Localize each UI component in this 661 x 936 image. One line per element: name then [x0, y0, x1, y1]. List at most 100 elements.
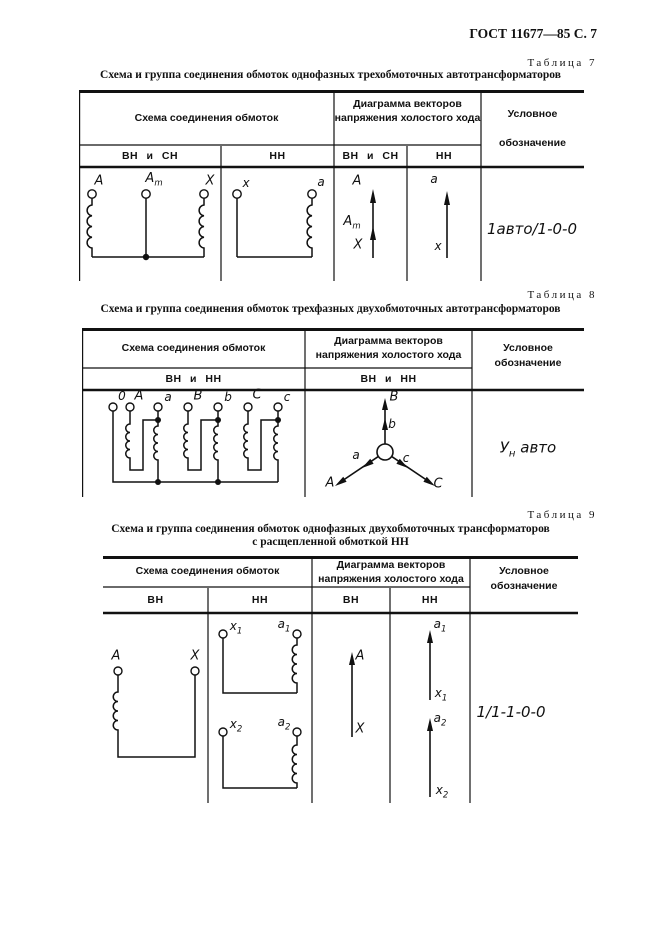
- table8-caption: Таблица 8: [527, 289, 597, 301]
- terminal-label-B: B: [193, 388, 203, 404]
- terminal-label-a: a: [317, 175, 325, 189]
- label-sub: m: [154, 178, 163, 189]
- table7-subheader-scheme-lv: НН: [269, 150, 286, 162]
- table9-header-designation: Условное обозначение: [490, 565, 558, 592]
- vector-label-x1: x1: [435, 687, 448, 703]
- terminal-label-x2: x2: [230, 718, 243, 734]
- table7-vector-lv: [444, 191, 450, 258]
- table9-winding-lv2: [218, 727, 302, 789]
- label-base: A: [343, 213, 353, 229]
- terminal-label-a: a: [164, 390, 172, 404]
- table8-subheader-vectors: ВН и НН: [360, 373, 417, 385]
- table8-header-vectors: Диаграмма векторов напряжения холостого …: [315, 335, 462, 361]
- terminal-label-A: A: [111, 648, 121, 664]
- terminal-label-0: 0: [118, 389, 126, 403]
- table7-subheader-vectors-lv: НН: [435, 150, 453, 162]
- label-sub: m: [352, 221, 361, 232]
- label-sub: 1: [440, 624, 447, 635]
- table7-header-scheme: Схема соединения обмоток: [134, 112, 279, 124]
- table8-header-scheme: Схема соединения обмоток: [121, 342, 266, 354]
- designation-sub: н: [508, 448, 516, 460]
- table7-vector-hv: [370, 189, 376, 258]
- table9-grid: [103, 556, 578, 803]
- terminal-label-Am: Am: [145, 172, 162, 188]
- table9-vector-hv: [349, 652, 355, 737]
- vector-label-a1: a1: [434, 618, 447, 634]
- label-base: x: [229, 619, 237, 634]
- label-base: A: [145, 170, 155, 186]
- vector-label-X: X: [353, 237, 363, 253]
- label-sub: 2: [284, 722, 291, 733]
- terminal-label-C: C: [252, 387, 262, 403]
- table9-subheader-scheme-lv: НН: [251, 594, 269, 606]
- table9-subheader-vectors-lv: НН: [421, 594, 439, 606]
- vector-label-c: c: [402, 451, 410, 465]
- terminal-label-c: c: [283, 390, 291, 404]
- vector-label-a2: a2: [434, 712, 447, 728]
- vector-label-a: a: [352, 448, 360, 462]
- label-sub: 1: [284, 624, 291, 635]
- vector-label-B: B: [389, 389, 399, 405]
- table9-title-line1: Схема и группа соединения обмоток однофа…: [111, 523, 550, 535]
- label-base: a: [433, 617, 441, 632]
- designation-base: У: [499, 438, 509, 457]
- vector-label-a: a: [430, 172, 438, 186]
- table9-caption: Таблица 9: [527, 509, 597, 521]
- table7-subheader-vectors-hv: ВН и СН: [342, 150, 399, 162]
- table7-winding-hv: [86, 189, 209, 261]
- table7-caption: Таблица 7: [527, 57, 597, 69]
- label-base: a: [433, 711, 441, 726]
- table8-header-designation: Условное обозначение: [494, 342, 562, 369]
- terminal-label-b: b: [224, 390, 232, 404]
- label-sub: 1: [441, 693, 448, 704]
- label-base: x: [229, 717, 237, 732]
- table9-title-line2: с расщепленной обмоткой НН: [252, 536, 409, 548]
- table8-grid: [82, 328, 584, 497]
- vector-label-A: A: [352, 173, 362, 189]
- vector-label-x: x: [434, 239, 442, 253]
- terminal-label-A: A: [134, 388, 144, 404]
- vector-label-X: X: [355, 721, 365, 737]
- label-sub: 1: [236, 626, 243, 637]
- table8-winding: [108, 402, 283, 485]
- table9-winding-lv1: [218, 629, 302, 694]
- table7-winding-lv: [232, 189, 317, 258]
- label-base: x: [434, 686, 442, 701]
- table9-header-vectors: Диаграмма векторов напряжения холостого …: [318, 559, 464, 585]
- terminal-label-a1: a1: [278, 618, 291, 634]
- table7-subheader-scheme-hv: ВН и СН: [121, 150, 179, 162]
- terminal-label-a2: a2: [278, 716, 291, 732]
- vector-label-b: b: [388, 417, 396, 431]
- designation-rest: авто: [520, 438, 557, 457]
- vector-label-C: C: [433, 476, 443, 492]
- terminal-label-A: A: [94, 173, 104, 189]
- label-sub: 2: [442, 790, 449, 801]
- table7-grid: [79, 90, 584, 281]
- table9-subheader-scheme-hv: ВН: [147, 594, 164, 606]
- terminal-label-X: X: [190, 648, 200, 664]
- table8-designation: Ун авто: [500, 439, 556, 460]
- table7-designation: 1авто/1-0-0: [487, 220, 577, 238]
- table8-title: Схема и группа соединения обмоток трехфа…: [100, 303, 561, 315]
- table7-header-vectors: Диаграмма векторов напряжения холостого …: [334, 98, 481, 124]
- label-sub: 2: [440, 718, 447, 729]
- terminal-label-x1: x1: [230, 620, 243, 636]
- terminal-label-X: X: [205, 173, 215, 189]
- label-base: a: [277, 617, 285, 632]
- table8-vector-star: [335, 398, 435, 486]
- vector-label-x2: x2: [436, 784, 449, 800]
- label-base: a: [277, 715, 285, 730]
- table7-title: Схема и группа соединения обмоток однофа…: [100, 69, 561, 81]
- vector-label-A: A: [325, 475, 335, 491]
- table9-winding-hv: [112, 666, 200, 758]
- label-sub: 2: [236, 724, 243, 735]
- table9-subheader-vectors-hv: ВН: [342, 594, 360, 606]
- label-base: x: [435, 783, 443, 798]
- table8-subheader-scheme: ВН и НН: [165, 373, 222, 385]
- table7-header-designation: Условное обозначение: [499, 108, 566, 149]
- terminal-label-x: x: [242, 176, 250, 190]
- page-header: ГОСТ 11677—85 С. 7: [469, 26, 597, 41]
- vector-label-A: A: [355, 648, 365, 664]
